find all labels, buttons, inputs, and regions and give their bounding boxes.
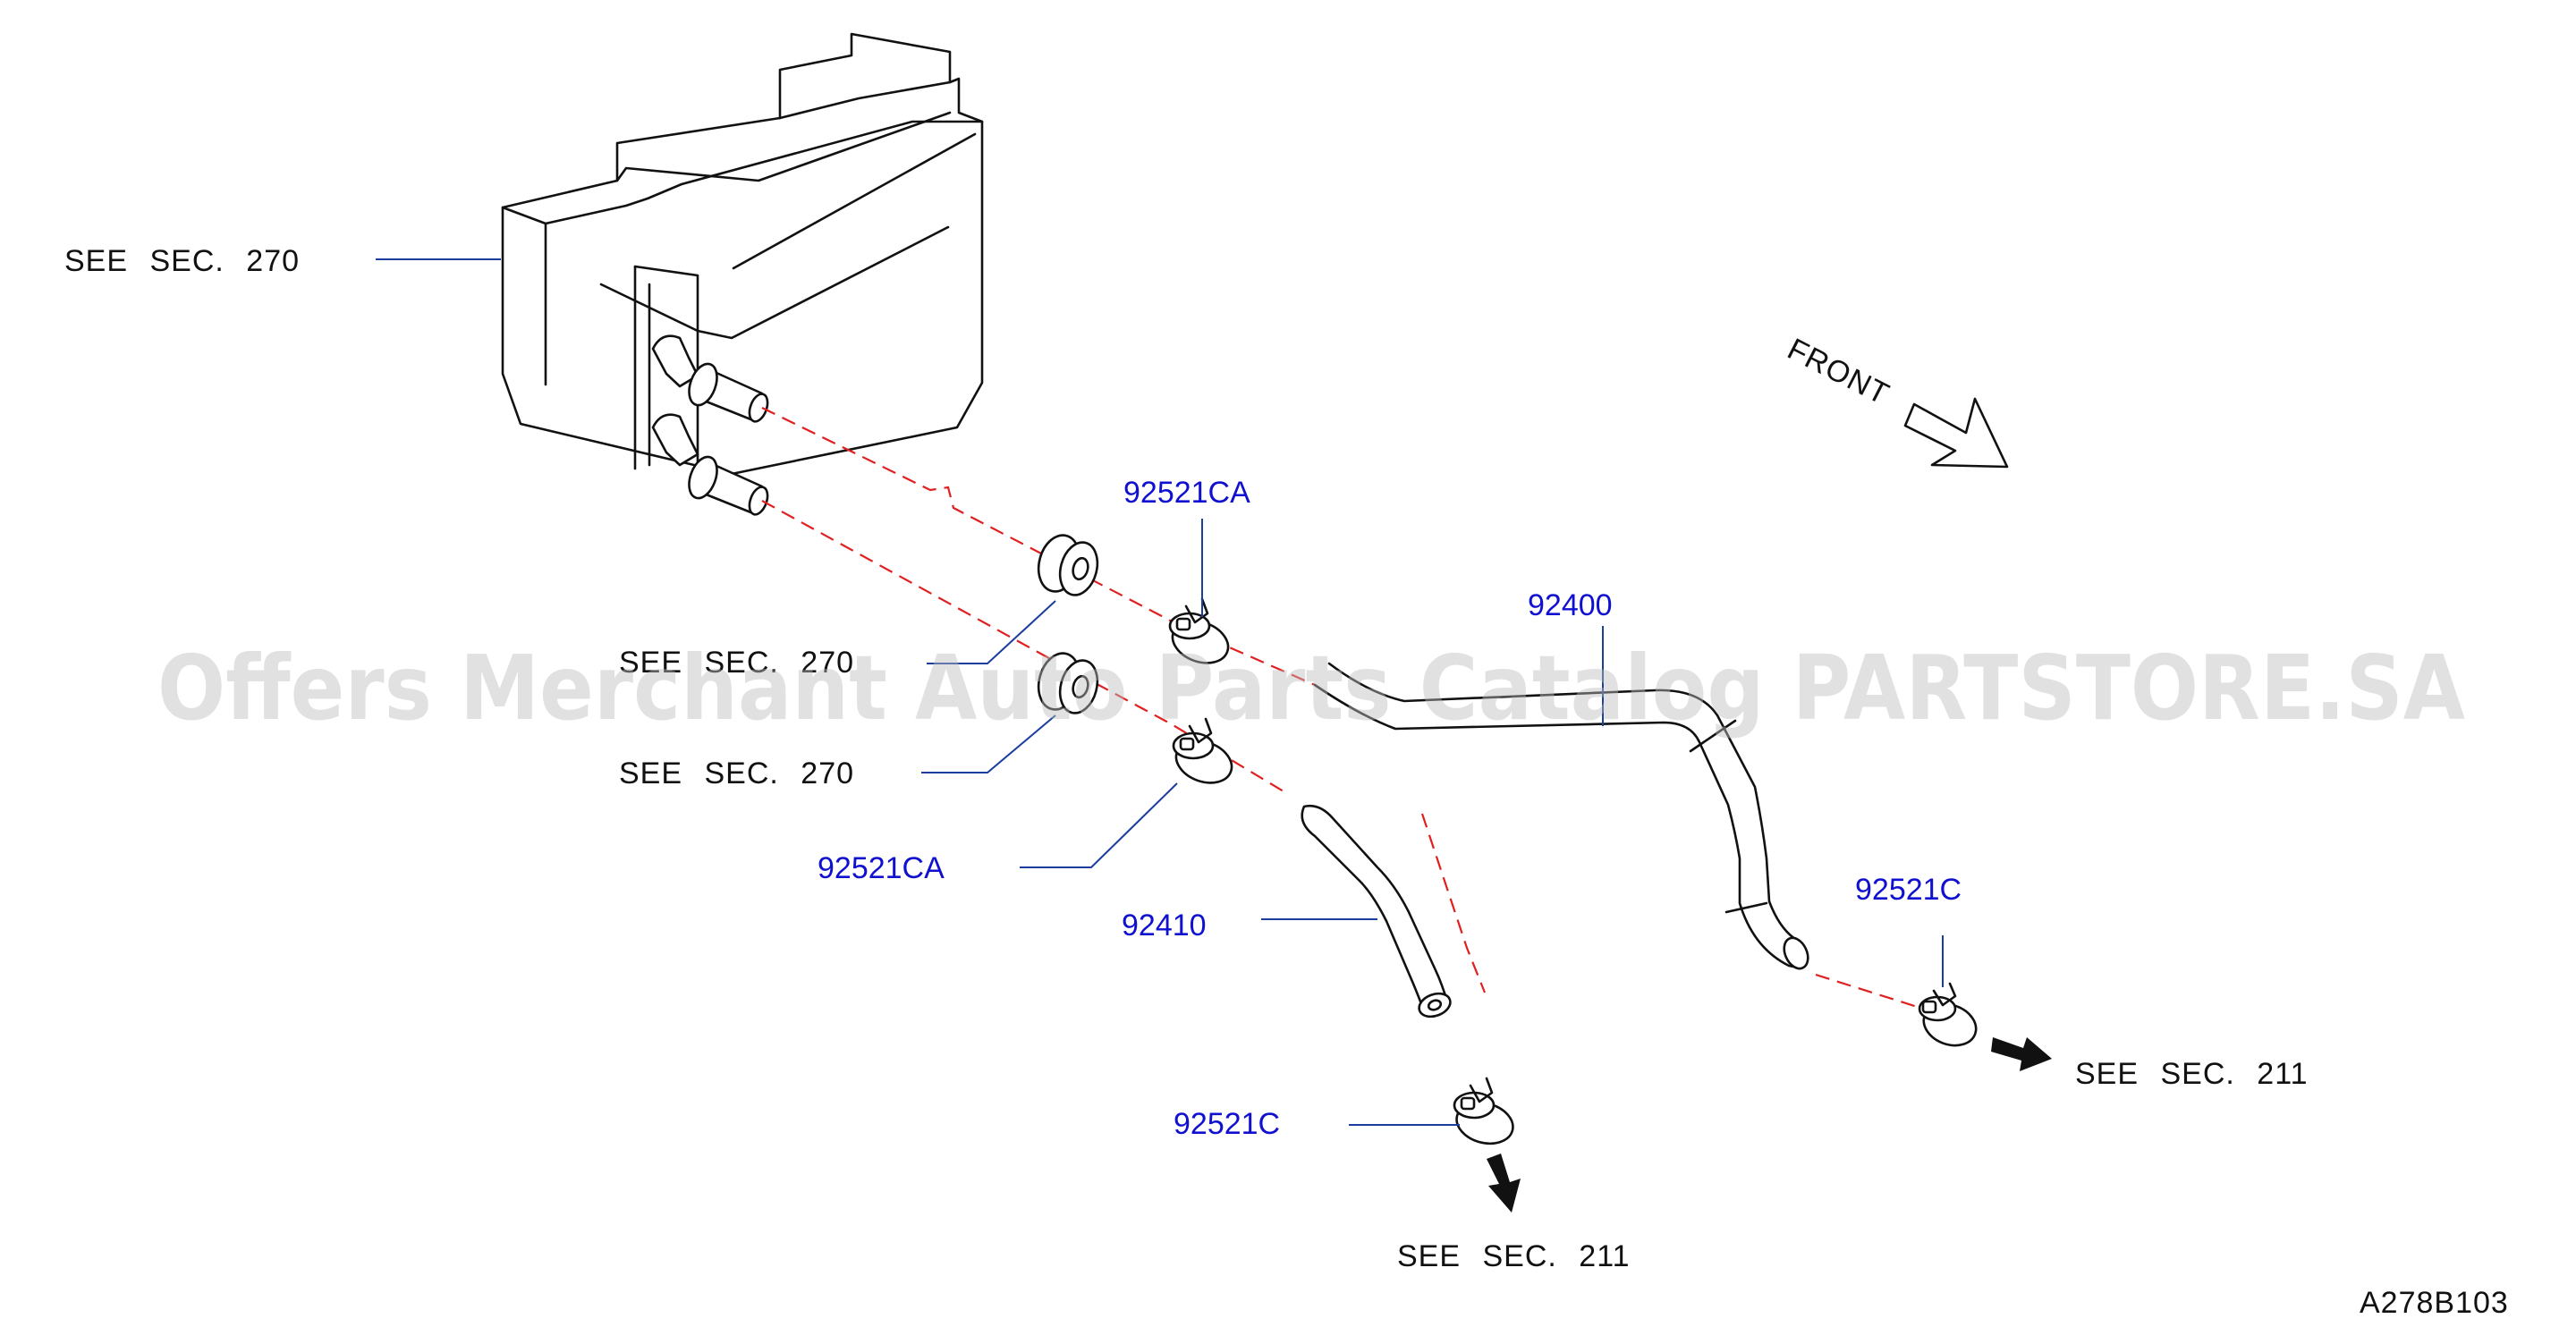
part-number-92410[interactable]: 92410 <box>1122 909 1207 942</box>
grommet-upper <box>1037 534 1099 596</box>
grommet-lower <box>1037 652 1099 714</box>
leader-lines <box>376 258 1944 1126</box>
label-see-sec-211-bottom: SEE SEC. 211 <box>1397 1239 1631 1273</box>
front-arrow-icon <box>1903 397 2009 469</box>
watermark: Offers Merchant Auto Parts Catalog PARTS… <box>157 636 2465 740</box>
drawing-id: A278B103 <box>2360 1286 2509 1320</box>
clamp-92521c-right <box>1918 982 1978 1047</box>
clamp-92521c-bottom <box>1453 1077 1514 1145</box>
part-number-92521c-bottom[interactable]: 92521C <box>1174 1107 1280 1141</box>
label-see-sec-270-top: SEE SEC. 270 <box>64 244 300 278</box>
canister <box>501 32 984 516</box>
label-front: FRONT <box>1782 332 1894 411</box>
arrow-down-icon <box>1487 1154 1521 1213</box>
arrow-right-icon <box>1991 1037 2052 1071</box>
clamp-92521ca-upper <box>1168 597 1230 664</box>
part-number-92521ca-lower[interactable]: 92521CA <box>818 851 945 885</box>
part-number-92400[interactable]: 92400 <box>1528 588 1613 622</box>
hose-92410 <box>1301 805 1452 1018</box>
label-see-sec-270-low: SEE SEC. 270 <box>619 756 854 790</box>
part-number-92521ca-upper[interactable]: 92521CA <box>1123 476 1250 510</box>
clamp-92521ca-lower <box>1172 717 1233 784</box>
assembly-lines <box>761 407 1924 1010</box>
part-number-92521c-right[interactable]: 92521C <box>1855 873 1962 907</box>
label-see-sec-211-right: SEE SEC. 211 <box>2075 1057 2309 1091</box>
label-see-sec-270-mid: SEE SEC. 270 <box>619 646 854 680</box>
hose-92400 <box>1313 662 1809 970</box>
